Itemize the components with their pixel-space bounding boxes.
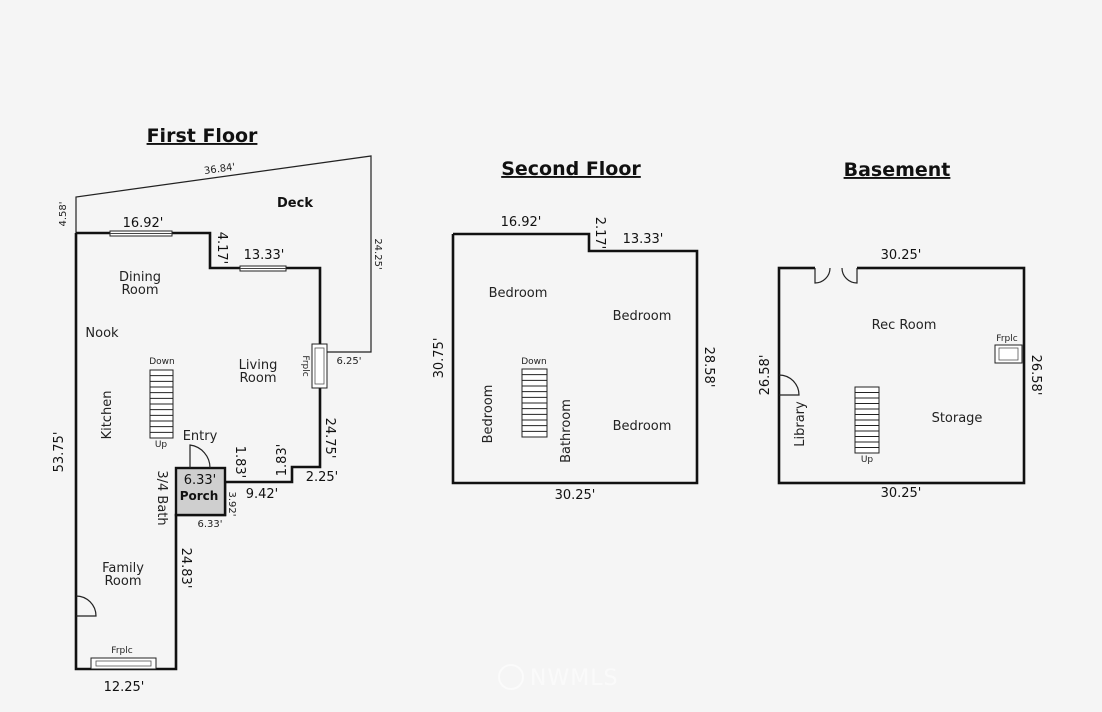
- second-floor-stairs: [521, 368, 548, 438]
- second-dim-right: 28.58': [701, 347, 716, 388]
- dim-left-small: 4.58': [58, 201, 69, 226]
- basement-dim-bottom: 30.25': [881, 486, 922, 501]
- porch-label: Porch: [180, 489, 219, 503]
- basement-dim-top: 30.25': [881, 248, 922, 263]
- basement-fireplace-label: Frplc: [996, 334, 1017, 344]
- basement-fireplace: [994, 344, 1023, 364]
- second-floor-title: Second Floor: [501, 158, 641, 180]
- dim-top-slant: 36.84': [203, 162, 236, 177]
- basement-walls: [777, 266, 1026, 485]
- living-fireplace: [311, 343, 328, 389]
- dim-bottom: 12.25': [104, 680, 145, 695]
- second-dim-left: 30.75': [432, 338, 447, 379]
- basement-double-door: [814, 267, 858, 284]
- stairs-up-label: Up: [155, 440, 168, 450]
- family-fireplace: [90, 657, 157, 670]
- dim-porch-bottom: 6.33': [197, 519, 222, 530]
- living-fireplace-label: Frplc: [300, 355, 310, 376]
- nook-label: Nook: [85, 326, 119, 341]
- second-floor-plan: Second Floor Down Bedroom Bedroom Bedroo…: [432, 158, 716, 503]
- dim-left: 53.75': [52, 432, 67, 473]
- rec-room-label: Rec Room: [872, 318, 937, 333]
- first-floor-stairs: [149, 369, 174, 439]
- living-room-label-2: Room: [239, 371, 276, 386]
- storage-label: Storage: [932, 411, 983, 426]
- basement-stairs-up-label: Up: [861, 455, 874, 465]
- second-dim-jog: 2.17': [592, 217, 607, 250]
- stairs-down-label: Down: [149, 357, 175, 367]
- dining-room-label-1: Dining: [119, 270, 161, 285]
- dim-right-lower: 24.83': [178, 548, 193, 589]
- basement-title: Basement: [844, 159, 951, 181]
- second-dim-bottom: 30.25': [555, 488, 596, 503]
- bedroom-right-label: Bedroom: [613, 309, 672, 324]
- bedroom-bottom-right-label: Bedroom: [613, 419, 672, 434]
- library-door: [778, 374, 800, 396]
- bath-label: 3/4 Bath: [154, 470, 169, 525]
- bedroom-top-left-label: Bedroom: [489, 286, 548, 301]
- dim-stair-183-a: 1.83': [232, 446, 247, 479]
- second-floor-walls: [451, 232, 699, 485]
- deck-outline: [75, 155, 372, 353]
- watermark-text: NWMLS: [530, 666, 618, 691]
- first-floor-walls: [74, 231, 322, 671]
- living-fireplace-inner: [314, 347, 325, 385]
- basement-dim-left: 26.58': [758, 355, 773, 396]
- dining-room-label-2: Room: [121, 283, 158, 298]
- basement-plan: Basement Frplc Up Rec Room Storage Libra…: [758, 159, 1043, 501]
- basement-fireplace-inner: [998, 347, 1019, 361]
- family-door: [75, 595, 97, 617]
- family-room-label-1: Family: [102, 561, 144, 576]
- dim-deck-right: 24.25': [372, 238, 383, 269]
- porch-box: [174, 466, 227, 517]
- library-label: Library: [793, 401, 808, 447]
- dim-jog: 4.17': [214, 232, 229, 265]
- dim-deck-bottom: 6.25': [336, 356, 361, 367]
- watermark: NWMLS: [498, 664, 618, 691]
- family-fireplace-label: Frplc: [111, 646, 132, 656]
- entry-label: Entry: [183, 429, 218, 444]
- second-stairs-down-label: Down: [521, 357, 547, 367]
- dim-stair-183-b: 1.83': [275, 444, 290, 477]
- living-room-label-1: Living: [239, 358, 278, 373]
- dim-top-left: 16.92': [123, 216, 164, 231]
- dim-top-mid: 13.33': [244, 248, 285, 263]
- basement-stairs: [854, 386, 880, 454]
- second-dim-top-right: 13.33': [623, 232, 664, 247]
- family-fireplace-inner: [95, 660, 152, 667]
- dim-porch-top: 6.33': [184, 473, 217, 488]
- first-floor-title: First Floor: [147, 125, 258, 147]
- family-room-label-2: Room: [104, 574, 141, 589]
- deck-label: Deck: [277, 196, 313, 211]
- bathroom-label: Bathroom: [559, 399, 574, 463]
- kitchen-label: Kitchen: [100, 391, 115, 440]
- entry-door: [189, 444, 211, 469]
- dim-right-225: 2.25': [306, 470, 339, 485]
- first-floor-plan: First Floor Frplc Frplc Down Up Deck Din…: [52, 125, 383, 695]
- bedroom-vertical-label: Bedroom: [481, 385, 496, 444]
- basement-dim-right: 26.58': [1028, 355, 1043, 396]
- dim-bottom-942: 9.42': [246, 487, 279, 502]
- dim-porch-right: 3.92': [226, 491, 237, 516]
- second-dim-top-left: 16.92': [501, 215, 542, 230]
- watermark-logo-icon: [498, 664, 524, 690]
- dim-right-mid: 24.75': [322, 418, 337, 459]
